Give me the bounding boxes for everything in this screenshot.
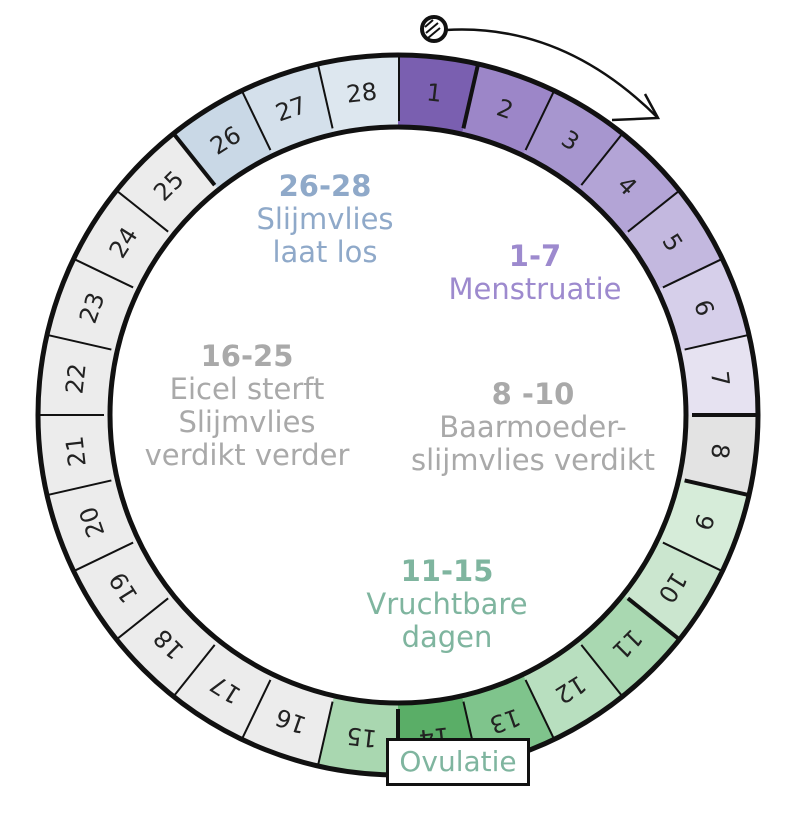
phase-label-thickening: 8 -10 Baarmoeder- slijmvlies verdikt	[411, 378, 655, 477]
day-divider	[317, 65, 334, 129]
day-divider	[173, 133, 217, 187]
day-divider	[241, 679, 272, 738]
phase-text: Eicel sterft	[169, 372, 325, 406]
day-divider	[627, 191, 679, 233]
day-segment	[317, 695, 398, 775]
day-number: 1	[425, 78, 443, 108]
phase-range: 11-15	[400, 554, 494, 588]
phase-text: Slijmvlies	[256, 202, 394, 236]
phase-label-shedding: 26-28 Slijmvlies laat los	[256, 170, 393, 269]
phase-text: Slijmvlies	[178, 405, 316, 439]
phase-text: verdikt verder	[144, 438, 350, 472]
phase-text: Baarmoeder-	[439, 410, 627, 444]
phase-label-menstruation: 1-7 Menstruatie	[448, 240, 621, 306]
phase-text: slijmvlies verdikt	[410, 443, 656, 477]
day-number: 21	[60, 435, 91, 468]
day-number: 15	[345, 721, 378, 752]
day-divider	[580, 134, 622, 186]
day-segment	[241, 64, 334, 156]
day-divider	[662, 258, 721, 289]
day-segment	[678, 415, 758, 496]
day-divider	[75, 541, 134, 572]
day-divider	[48, 479, 112, 496]
phase-text: laat los	[272, 235, 378, 269]
day-segment	[678, 334, 758, 415]
day-divider	[241, 92, 272, 151]
day-divider	[75, 258, 134, 289]
day-number: 8	[705, 442, 735, 460]
day-divider	[317, 701, 334, 765]
day-divider	[48, 334, 112, 351]
phase-text: Vruchtbare	[366, 587, 528, 621]
day-segment	[657, 258, 749, 351]
day-divider	[662, 541, 721, 572]
day-divider	[174, 644, 216, 696]
day-segment	[398, 55, 479, 135]
day-divider	[684, 478, 748, 497]
day-divider	[524, 92, 555, 151]
day-segment	[38, 415, 118, 496]
day-segment	[38, 334, 118, 415]
day-number: 7	[705, 370, 735, 388]
phase-range: 8 -10	[491, 377, 575, 411]
phase-label-fertile: 11-15 Vruchtbare dagen	[366, 555, 527, 654]
ring-inner-border	[107, 124, 689, 706]
phase-range: 16-25	[200, 339, 294, 373]
day-segment	[241, 674, 334, 766]
day-segment	[657, 479, 749, 572]
day-divider	[461, 65, 480, 129]
day-divider	[684, 334, 748, 351]
phase-range: 26-28	[278, 169, 372, 203]
phase-range: 1-7	[508, 239, 562, 273]
day-segment	[47, 479, 139, 572]
day-segment	[462, 64, 555, 156]
phase-label-egg-dies: 16-25 Eicel sterft Slijmvlies verdikt ve…	[145, 340, 350, 472]
day-divider	[626, 596, 680, 640]
day-segment	[47, 258, 139, 351]
day-divider	[117, 191, 169, 233]
phase-text: dagen	[401, 620, 493, 654]
day-divider	[580, 644, 622, 696]
ovulation-label: Ovulatie	[386, 738, 530, 786]
day-divider	[524, 679, 555, 738]
day-divider	[117, 597, 169, 639]
clockwise-arrow-icon	[420, 15, 661, 122]
phase-text: Menstruatie	[448, 272, 622, 306]
day-segment	[317, 55, 398, 135]
day-number: 22	[60, 362, 91, 395]
day-number: 28	[345, 77, 378, 108]
